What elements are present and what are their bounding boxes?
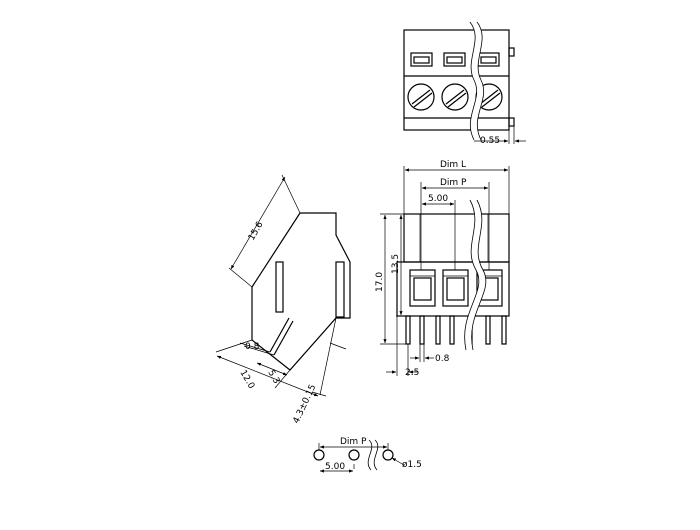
dim-footprint-pitch: Dim P — [318, 437, 389, 469]
wire-entry-2 — [443, 52, 466, 67]
footprint-hole-2 — [348, 449, 360, 461]
side-view-pin — [269, 317, 294, 356]
clamp-window-2 — [442, 269, 469, 307]
side-view: 15.6 0.8 5.3 12.0 4.3±0.15 — [215, 174, 351, 425]
dim-footprint-pitch-value-label: 5.00 — [325, 462, 345, 472]
dim-side-pin-width-label: 0.8 — [245, 342, 260, 352]
dim-pin-edge: 2.5 — [386, 316, 419, 378]
top-view-body — [403, 29, 510, 131]
dim-hole-diameter: ø1.5 — [391, 457, 422, 470]
pcb-footprint: Dim P 5.00 ø1.5 — [313, 437, 422, 473]
dim-height-total-label: 17.0 — [375, 272, 385, 292]
clamp-window-1 — [409, 269, 436, 307]
wire-entry-1 — [410, 52, 433, 67]
dim-hole-diameter-label: ø1.5 — [402, 460, 422, 470]
footprint-hole-1 — [313, 449, 325, 461]
dim-0-55: 0.55 — [474, 126, 526, 146]
footprint-hole-3 — [382, 449, 394, 461]
clamp-screw-2 — [441, 83, 469, 111]
dim-pitch-label: Dim P — [440, 178, 467, 188]
dim-height-total: 17.0 — [375, 213, 406, 345]
wire-entry-3 — [477, 52, 500, 67]
footprint-break-mark — [367, 439, 379, 471]
dim-side-diagonal: 15.6 — [228, 174, 301, 288]
dim-offset-label: 0.55 — [480, 136, 500, 146]
top-view: 0.55 — [403, 21, 526, 146]
clamp-screw-1 — [407, 83, 435, 111]
dim-side-diagonal-label: 15.6 — [247, 220, 266, 243]
latch-tab-top — [508, 47, 515, 57]
dim-length-label: Dim L — [440, 160, 466, 170]
dim-pin-width-label: 0.8 — [435, 354, 450, 364]
dim-side-depth-b: 12.0 — [215, 317, 337, 397]
front-view: Dim L Dim P 5.00 17.0 13.5 — [375, 160, 510, 378]
dim-footprint-pitch-label: Dim P — [340, 437, 367, 447]
dim-overall-length: Dim L — [403, 160, 510, 214]
side-slot-left — [275, 261, 284, 313]
dim-side-pin-width: 0.8 — [239, 342, 275, 356]
dim-side-pin-length-label: 4.3±0.15 — [292, 383, 319, 425]
dim-footprint-pitch-value: 5.00 — [319, 462, 354, 473]
dim-side-pin-length: 4.3±0.15 — [292, 342, 347, 425]
dim-pitch-value-label: 5.00 — [428, 194, 448, 204]
dim-pitch-value: 5.00 — [421, 194, 456, 270]
dim-pin-width: 0.8 — [410, 344, 450, 364]
dim-height-body-label: 13.5 — [391, 254, 401, 274]
top-view-break-mark — [469, 21, 485, 141]
dim-side-depth-b-label: 12.0 — [237, 369, 256, 392]
solder-pins — [405, 315, 507, 345]
latch-tab-bottom — [508, 117, 515, 127]
dim-pin-edge-label: 2.5 — [405, 368, 419, 378]
side-view-body — [251, 212, 351, 371]
dim-pitch: Dim P — [420, 178, 490, 270]
side-slot-right — [335, 261, 345, 318]
front-view-break-mark — [464, 199, 487, 351]
